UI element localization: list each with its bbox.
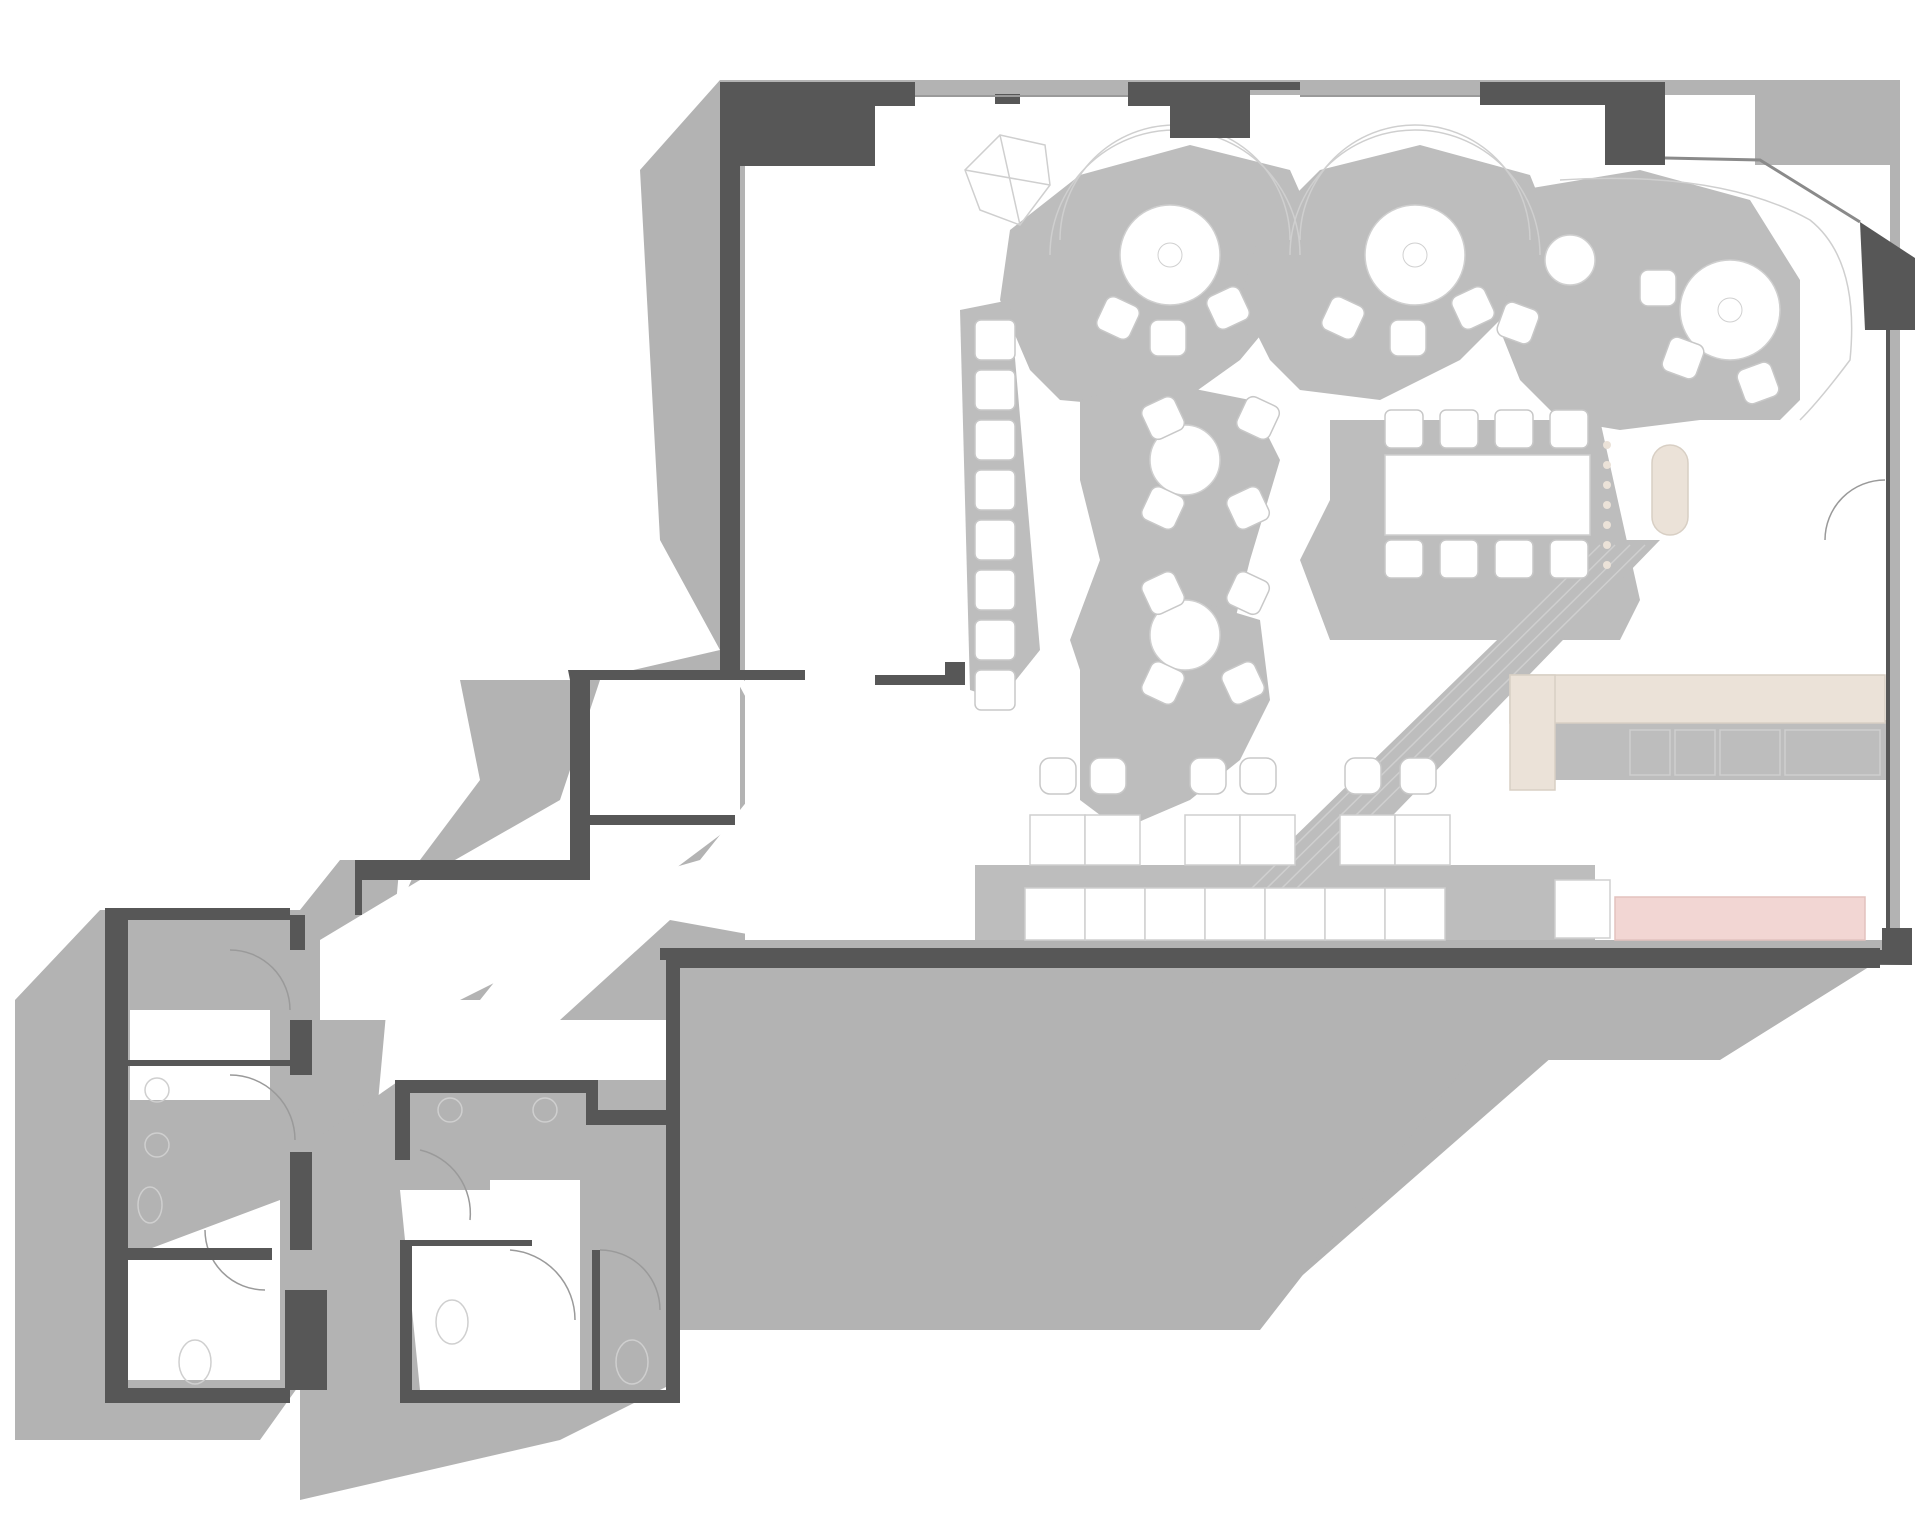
host-stand: [1651, 444, 1689, 536]
doors: [204, 479, 1886, 1321]
long-table: [1384, 454, 1591, 536]
bar-counter-side: [1509, 674, 1556, 791]
pink-counter: [1614, 896, 1866, 941]
wall-left-divider: [128, 1060, 293, 1066]
wall-top-stub: [995, 94, 1020, 104]
restroom-1-floor: [130, 1010, 270, 1100]
corridor-strip: [750, 150, 970, 680]
walls: [105, 82, 1915, 1403]
lower-shadow: [680, 960, 1880, 1330]
tree-plant: [964, 134, 1051, 226]
wall-center-divider: [412, 1240, 532, 1246]
wall-corridor-ledge: [590, 815, 735, 825]
chairs: [974, 269, 1780, 795]
sanitary-fixtures: [137, 1077, 649, 1385]
round-table: [1119, 204, 1221, 306]
long-table-dots: [1603, 441, 1611, 569]
wall-top-right: [1480, 82, 1665, 165]
wall-stub-left: [875, 675, 965, 685]
restroom-3-inner: [490, 1180, 580, 1250]
bar-counter: [1509, 674, 1886, 724]
wall-left-partition-3: [285, 1290, 327, 1390]
round-table: [1149, 424, 1221, 496]
wall-top-left: [720, 82, 915, 680]
wall-center-post: [592, 1250, 600, 1390]
lounge-tables: [1029, 814, 1451, 866]
back-bar-cabinets: [1510, 720, 1890, 780]
round-table: [1679, 259, 1781, 361]
wall-right-edge: [1886, 330, 1890, 930]
wall-stub-small: [945, 662, 965, 677]
wall-center-block: [395, 1080, 680, 1403]
wall-stepped: [290, 670, 740, 950]
round-table: [1364, 204, 1466, 306]
wall-top-mid: [1128, 82, 1300, 138]
round-tables: [1119, 204, 1781, 671]
wall-right-corner: [1860, 222, 1915, 330]
diagonal-floor-stripes: [1250, 540, 1660, 900]
wall-left-edge: [110, 1248, 120, 1398]
wall-left-partition-2: [290, 1152, 312, 1250]
passage-floor: [320, 680, 740, 1020]
cabinet-outlines: [1629, 729, 1881, 776]
sofa-seats: [1024, 887, 1446, 941]
restroom-2-floor: [120, 1200, 280, 1380]
wall-left-block: [105, 908, 290, 1403]
service-cabinet: [1554, 879, 1611, 939]
round-table: [1544, 234, 1596, 286]
round-table: [1149, 599, 1221, 671]
windows: [915, 95, 1861, 224]
wall-left-partition-1: [290, 1020, 312, 1075]
